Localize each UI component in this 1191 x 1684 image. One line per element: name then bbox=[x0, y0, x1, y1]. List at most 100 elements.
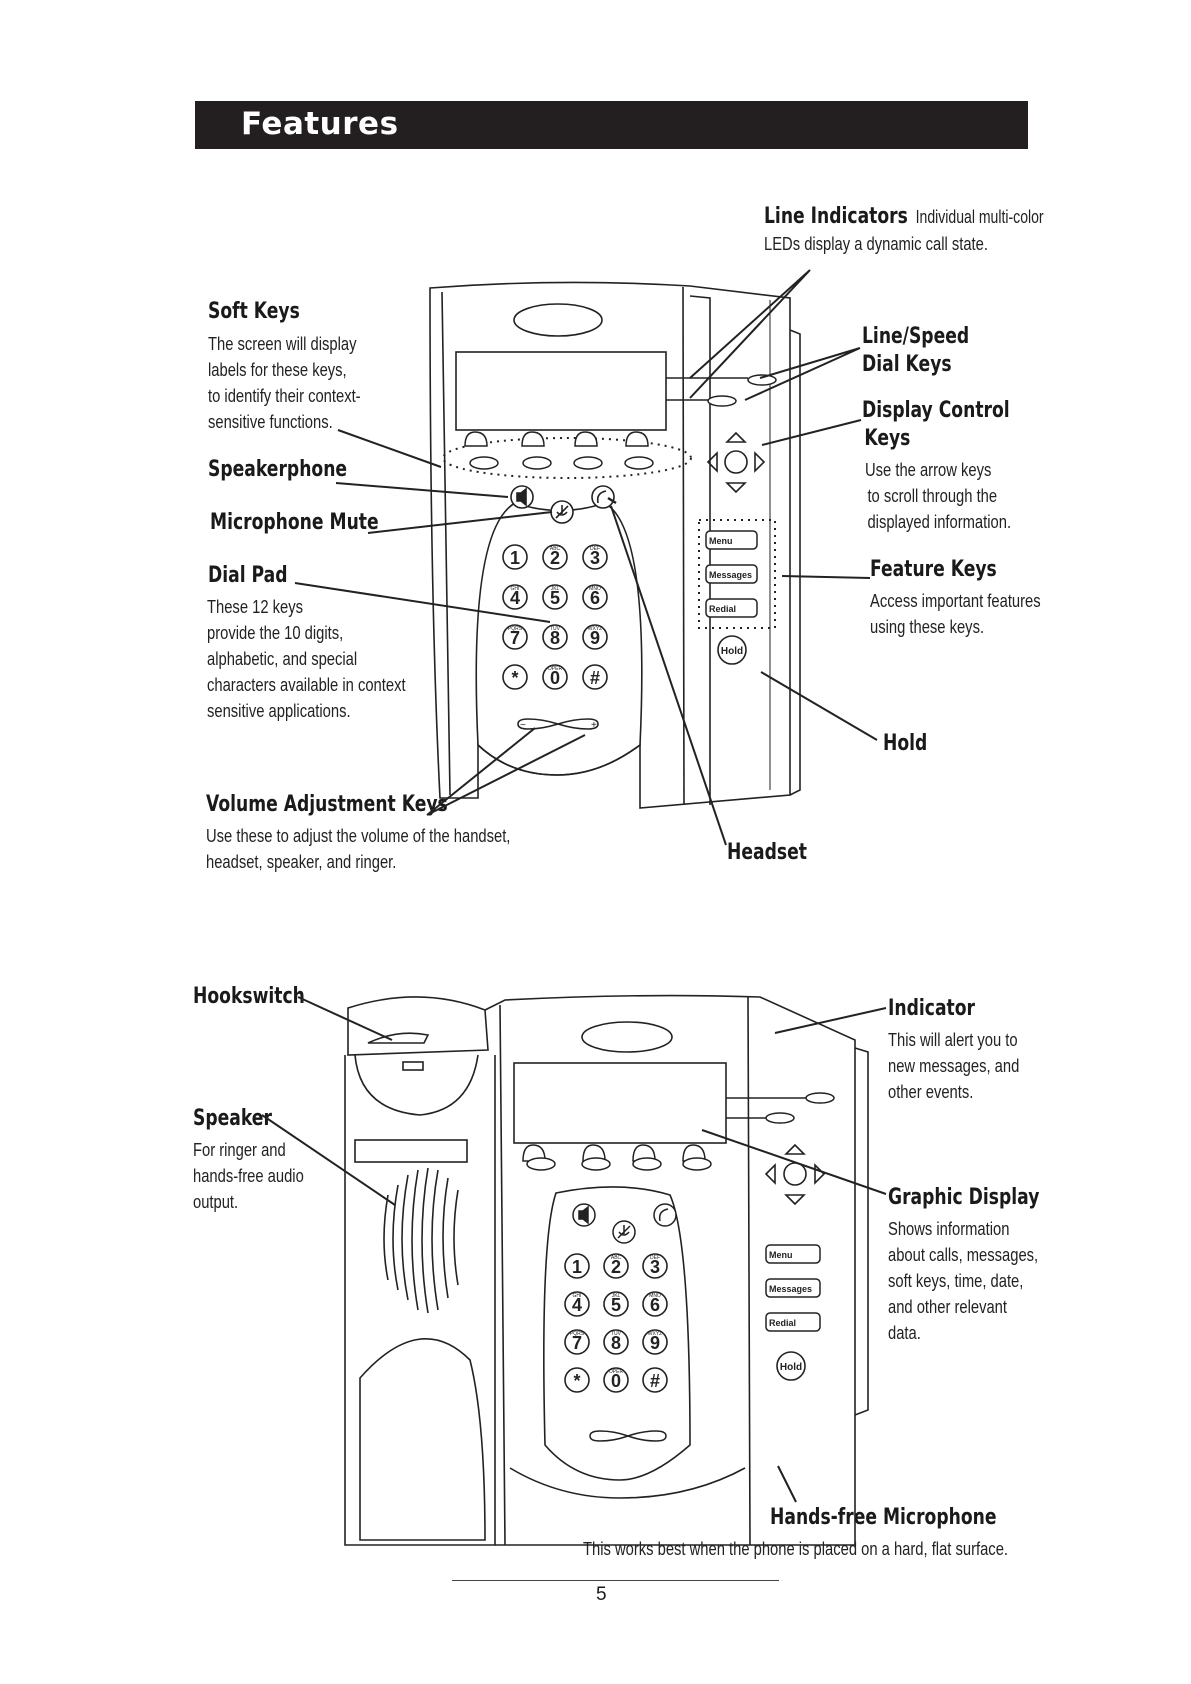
feature-keys-leader bbox=[781, 575, 871, 579]
desc-line: data. bbox=[888, 1323, 921, 1343]
line-indicators-leader bbox=[689, 269, 811, 399]
feature-button-label: Redial bbox=[709, 604, 736, 614]
page-number: 5 bbox=[596, 1584, 607, 1605]
display-control-desc: Use the arrow keys to scroll through the… bbox=[865, 457, 1011, 535]
keypad-key-circle bbox=[542, 664, 568, 690]
headset-glyph bbox=[596, 490, 607, 504]
keypad-digit: 5 bbox=[611, 1295, 621, 1315]
hookswitch bbox=[367, 1032, 430, 1044]
desc-line: using these keys. bbox=[870, 617, 985, 637]
hold-button: Hold bbox=[717, 635, 747, 665]
desc-line: This works best when the phone is placed… bbox=[583, 1539, 1009, 1559]
soft-key-1-base bbox=[526, 1157, 556, 1171]
keypad-letters: PQRS bbox=[508, 626, 523, 632]
desc-line: output. bbox=[193, 1192, 239, 1212]
desc-line: labels for these keys, bbox=[208, 360, 347, 380]
bottom-leader-lines bbox=[261, 996, 887, 1503]
desc-line: characters available in context bbox=[207, 675, 406, 695]
label-line: Keys bbox=[864, 426, 911, 451]
desc-line: displayed information. bbox=[867, 512, 1012, 532]
speaker-leader bbox=[261, 1114, 396, 1206]
keypad-digit: 1 bbox=[572, 1257, 582, 1277]
keypad-key: # bbox=[582, 664, 608, 690]
keypad-digit: 3 bbox=[590, 548, 600, 568]
keypad-letters: JKL bbox=[612, 1293, 621, 1299]
keypad-digit: # bbox=[650, 1371, 660, 1391]
microphone-mute-label: Microphone Mute bbox=[210, 510, 379, 535]
hold-label: Hold bbox=[883, 731, 928, 756]
keypad-letters: GHI bbox=[573, 1293, 582, 1299]
soft-key-2 bbox=[521, 431, 545, 447]
keypad-digit: 8 bbox=[550, 628, 560, 648]
speaker-grille bbox=[383, 1167, 459, 1314]
soft-key-2-base bbox=[522, 456, 552, 470]
keypad-digit: 9 bbox=[590, 628, 600, 648]
soft-key-3-base bbox=[632, 1157, 662, 1171]
feature-button: Redial bbox=[705, 598, 758, 618]
line-key-1 bbox=[747, 374, 777, 386]
desc-line: other events. bbox=[888, 1082, 974, 1102]
keypad-digit: 7 bbox=[572, 1333, 582, 1353]
keypad-key-circle bbox=[582, 624, 608, 650]
feature-button-outline bbox=[765, 1278, 821, 1298]
label-line: Line/Speed bbox=[862, 324, 970, 349]
headset-leader-tip bbox=[607, 496, 617, 505]
speakerphone-label: Speakerphone bbox=[208, 457, 348, 482]
keypad-letters: ABC bbox=[611, 1255, 622, 1261]
soft-key-4-base bbox=[624, 456, 654, 470]
keypad-letters: WXYZ bbox=[648, 1331, 662, 1337]
keypad-digit: 7 bbox=[510, 628, 520, 648]
keypad-key-circle bbox=[564, 1291, 590, 1317]
top-function-buttons bbox=[510, 485, 615, 524]
hold-button: Hold bbox=[776, 1351, 806, 1381]
keypad-key: # bbox=[642, 1367, 668, 1393]
footer-rule bbox=[452, 1580, 779, 1581]
handsfree-mic-label: Hands-free Microphone bbox=[770, 1505, 997, 1530]
volume-plus-icon: + bbox=[591, 720, 597, 731]
keypad-digit: 0 bbox=[611, 1371, 621, 1391]
keypad-digit: 3 bbox=[650, 1257, 660, 1277]
keypad-key-circle bbox=[542, 584, 568, 610]
feature-button: Menu bbox=[705, 530, 758, 550]
speaker-grille-slot bbox=[354, 1139, 468, 1163]
keypad-letters: MNO bbox=[649, 1293, 661, 1299]
keypad-digit: 4 bbox=[572, 1295, 582, 1315]
soft-key-1 bbox=[464, 431, 488, 447]
hold-button-label: Hold bbox=[780, 1362, 802, 1373]
feature-button-outline bbox=[765, 1244, 821, 1264]
bottom-soft-keys bbox=[522, 1092, 835, 1442]
headset-icon bbox=[591, 485, 615, 509]
desc-line: sensitive applications. bbox=[207, 701, 351, 721]
keypad-letters: DEF bbox=[650, 1255, 660, 1261]
feature-button: Messages bbox=[765, 1278, 821, 1298]
keypad-digit: 6 bbox=[590, 588, 600, 608]
desc-line: and other relevant bbox=[888, 1297, 1007, 1317]
graphic-display-leader bbox=[701, 1129, 887, 1195]
feature-button-outline bbox=[705, 564, 758, 584]
keypad-digit: * bbox=[511, 668, 518, 688]
volume-up-button bbox=[555, 718, 599, 730]
header-bar bbox=[195, 101, 1028, 149]
label-line: Dial Keys bbox=[862, 352, 952, 377]
desc-line: The screen will display bbox=[208, 334, 357, 354]
graphic-display-label: Graphic Display bbox=[888, 1185, 1040, 1210]
bottom-phone-outline bbox=[344, 994, 869, 1546]
page-title: Features bbox=[241, 106, 399, 142]
volume-down-button bbox=[517, 718, 561, 730]
keypad-key-circle bbox=[564, 1367, 590, 1393]
keypad-letters: MNO bbox=[589, 586, 601, 592]
feature-button-outline bbox=[765, 1312, 821, 1332]
keypad-key: 1 bbox=[502, 544, 528, 570]
keypad-digit: 6 bbox=[650, 1295, 660, 1315]
desc-line: provide the 10 digits, bbox=[207, 623, 344, 643]
line-key-2 bbox=[765, 1112, 795, 1124]
keypad-key-circle bbox=[542, 544, 568, 570]
